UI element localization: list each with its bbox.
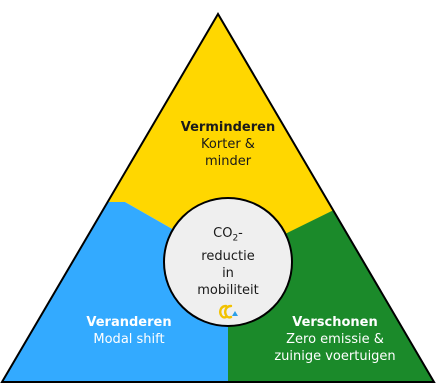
co2-subscript: 2: [232, 233, 239, 244]
label-verschonen: Verschonen Zero emissie & zuinige voertu…: [250, 314, 420, 365]
verminderen-line-2: minder: [204, 154, 252, 169]
label-veranderen: Veranderen Modal shift: [64, 314, 194, 348]
center-label: CO2- reductie in mobiliteit: [178, 225, 278, 299]
co2-label: CO2-: [178, 225, 278, 248]
label-verminderen: Verminderen Korter & minder: [168, 119, 288, 170]
co2-main: CO: [213, 226, 233, 241]
verschonen-title: Verschonen: [292, 315, 378, 330]
verminderen-line-1: Korter &: [201, 137, 255, 152]
brand-logo-icon: [219, 304, 238, 319]
veranderen-title: Veranderen: [86, 315, 172, 330]
center-circle: [163, 197, 293, 327]
center-line-1: reductie: [201, 248, 255, 264]
verschonen-line-2: zuinige voertuigen: [274, 349, 396, 364]
pyramid-outline: [0, 12, 436, 383]
verschonen-line-1: Zero emissie &: [286, 332, 384, 347]
center-line-3: mobiliteit: [197, 282, 259, 298]
veranderen-line-1: Modal shift: [93, 332, 165, 347]
center-line-2: in: [222, 265, 234, 281]
co2-suffix: -: [238, 226, 243, 241]
verminderen-title: Verminderen: [180, 120, 276, 135]
